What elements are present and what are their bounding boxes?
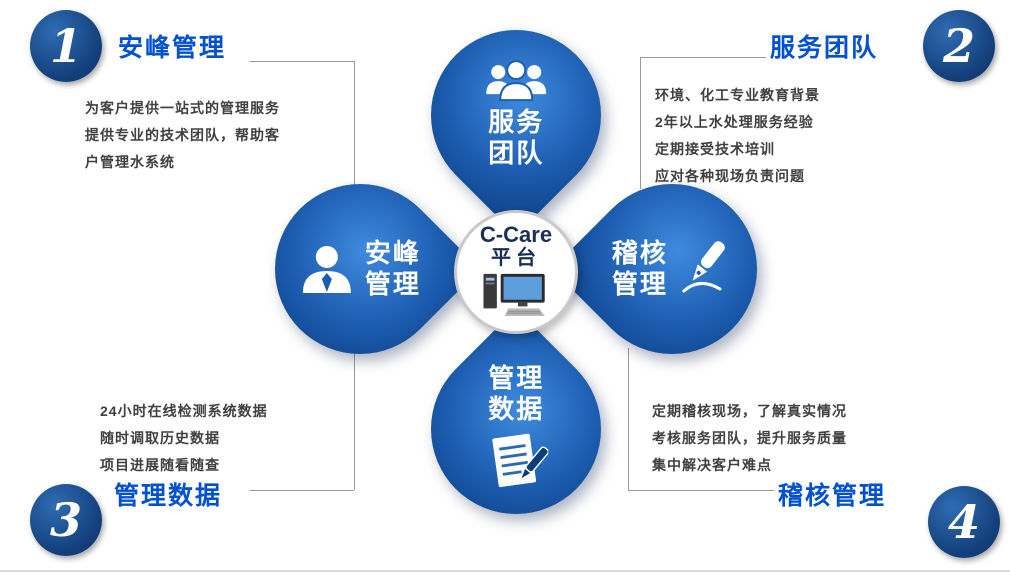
section-text-service-team: 环境、化工专业教育背景 2年以上水处理服务经验 定期接受技术培训 应对各种现场负… — [655, 87, 820, 184]
connector-line — [640, 57, 766, 58]
petal-label-service-team: 服务 团队 — [487, 107, 544, 169]
petal-audit-management: 稽核 管理 — [551, 148, 793, 390]
center-title: C-Care — [479, 221, 553, 247]
connector-line — [640, 57, 641, 189]
center-hub: C-Care 平台 — [454, 210, 578, 334]
connector-line — [354, 352, 355, 490]
petal-management-data: 管理 数据 — [395, 308, 637, 550]
section-heading-management-data: 管理数据 — [114, 482, 223, 510]
center-subtitle: 平台 — [491, 247, 541, 270]
corner-number-4: 4 — [928, 486, 1000, 558]
team-icon — [481, 60, 551, 104]
connector-line — [628, 490, 774, 491]
petal-service-team: 服务 团队 — [395, 0, 637, 236]
section-heading-audit-management: 稽核管理 — [778, 482, 887, 510]
section-heading-anfeng-management: 安峰管理 — [118, 34, 227, 62]
corner-number-3: 3 — [30, 484, 102, 556]
petal-label-anfeng-management: 安峰 管理 — [364, 237, 422, 299]
computer-icon — [481, 272, 551, 321]
petal-label-management-data: 管理 数据 — [487, 363, 544, 425]
person-icon — [299, 243, 355, 295]
section-text-management-data: 24小时在线检测系统数据 随时调取历史数据 项目进展随看随查 — [100, 403, 268, 473]
corner-number-1: 1 — [30, 10, 102, 82]
connector-line — [250, 490, 354, 491]
petal-anfeng-management: 安峰 管理 — [239, 148, 481, 390]
section-text-anfeng-management: 为客户提供一站式的管理服务 提供专业的技术团队，帮助客 户管理水系统 — [85, 100, 280, 170]
petal-label-audit-management: 稽核 管理 — [611, 237, 669, 299]
section-text-audit-management: 定期稽核现场，了解真实情况 考核服务团队，提升服务质量 集中解决客户难点 — [652, 403, 847, 473]
connector-line — [354, 61, 355, 189]
pen-icon — [678, 239, 732, 299]
document-pen-icon — [484, 429, 548, 495]
connector-line — [250, 61, 354, 62]
connector-line — [628, 348, 629, 490]
section-heading-service-team: 服务团队 — [770, 34, 879, 62]
corner-number-2: 2 — [923, 10, 995, 82]
